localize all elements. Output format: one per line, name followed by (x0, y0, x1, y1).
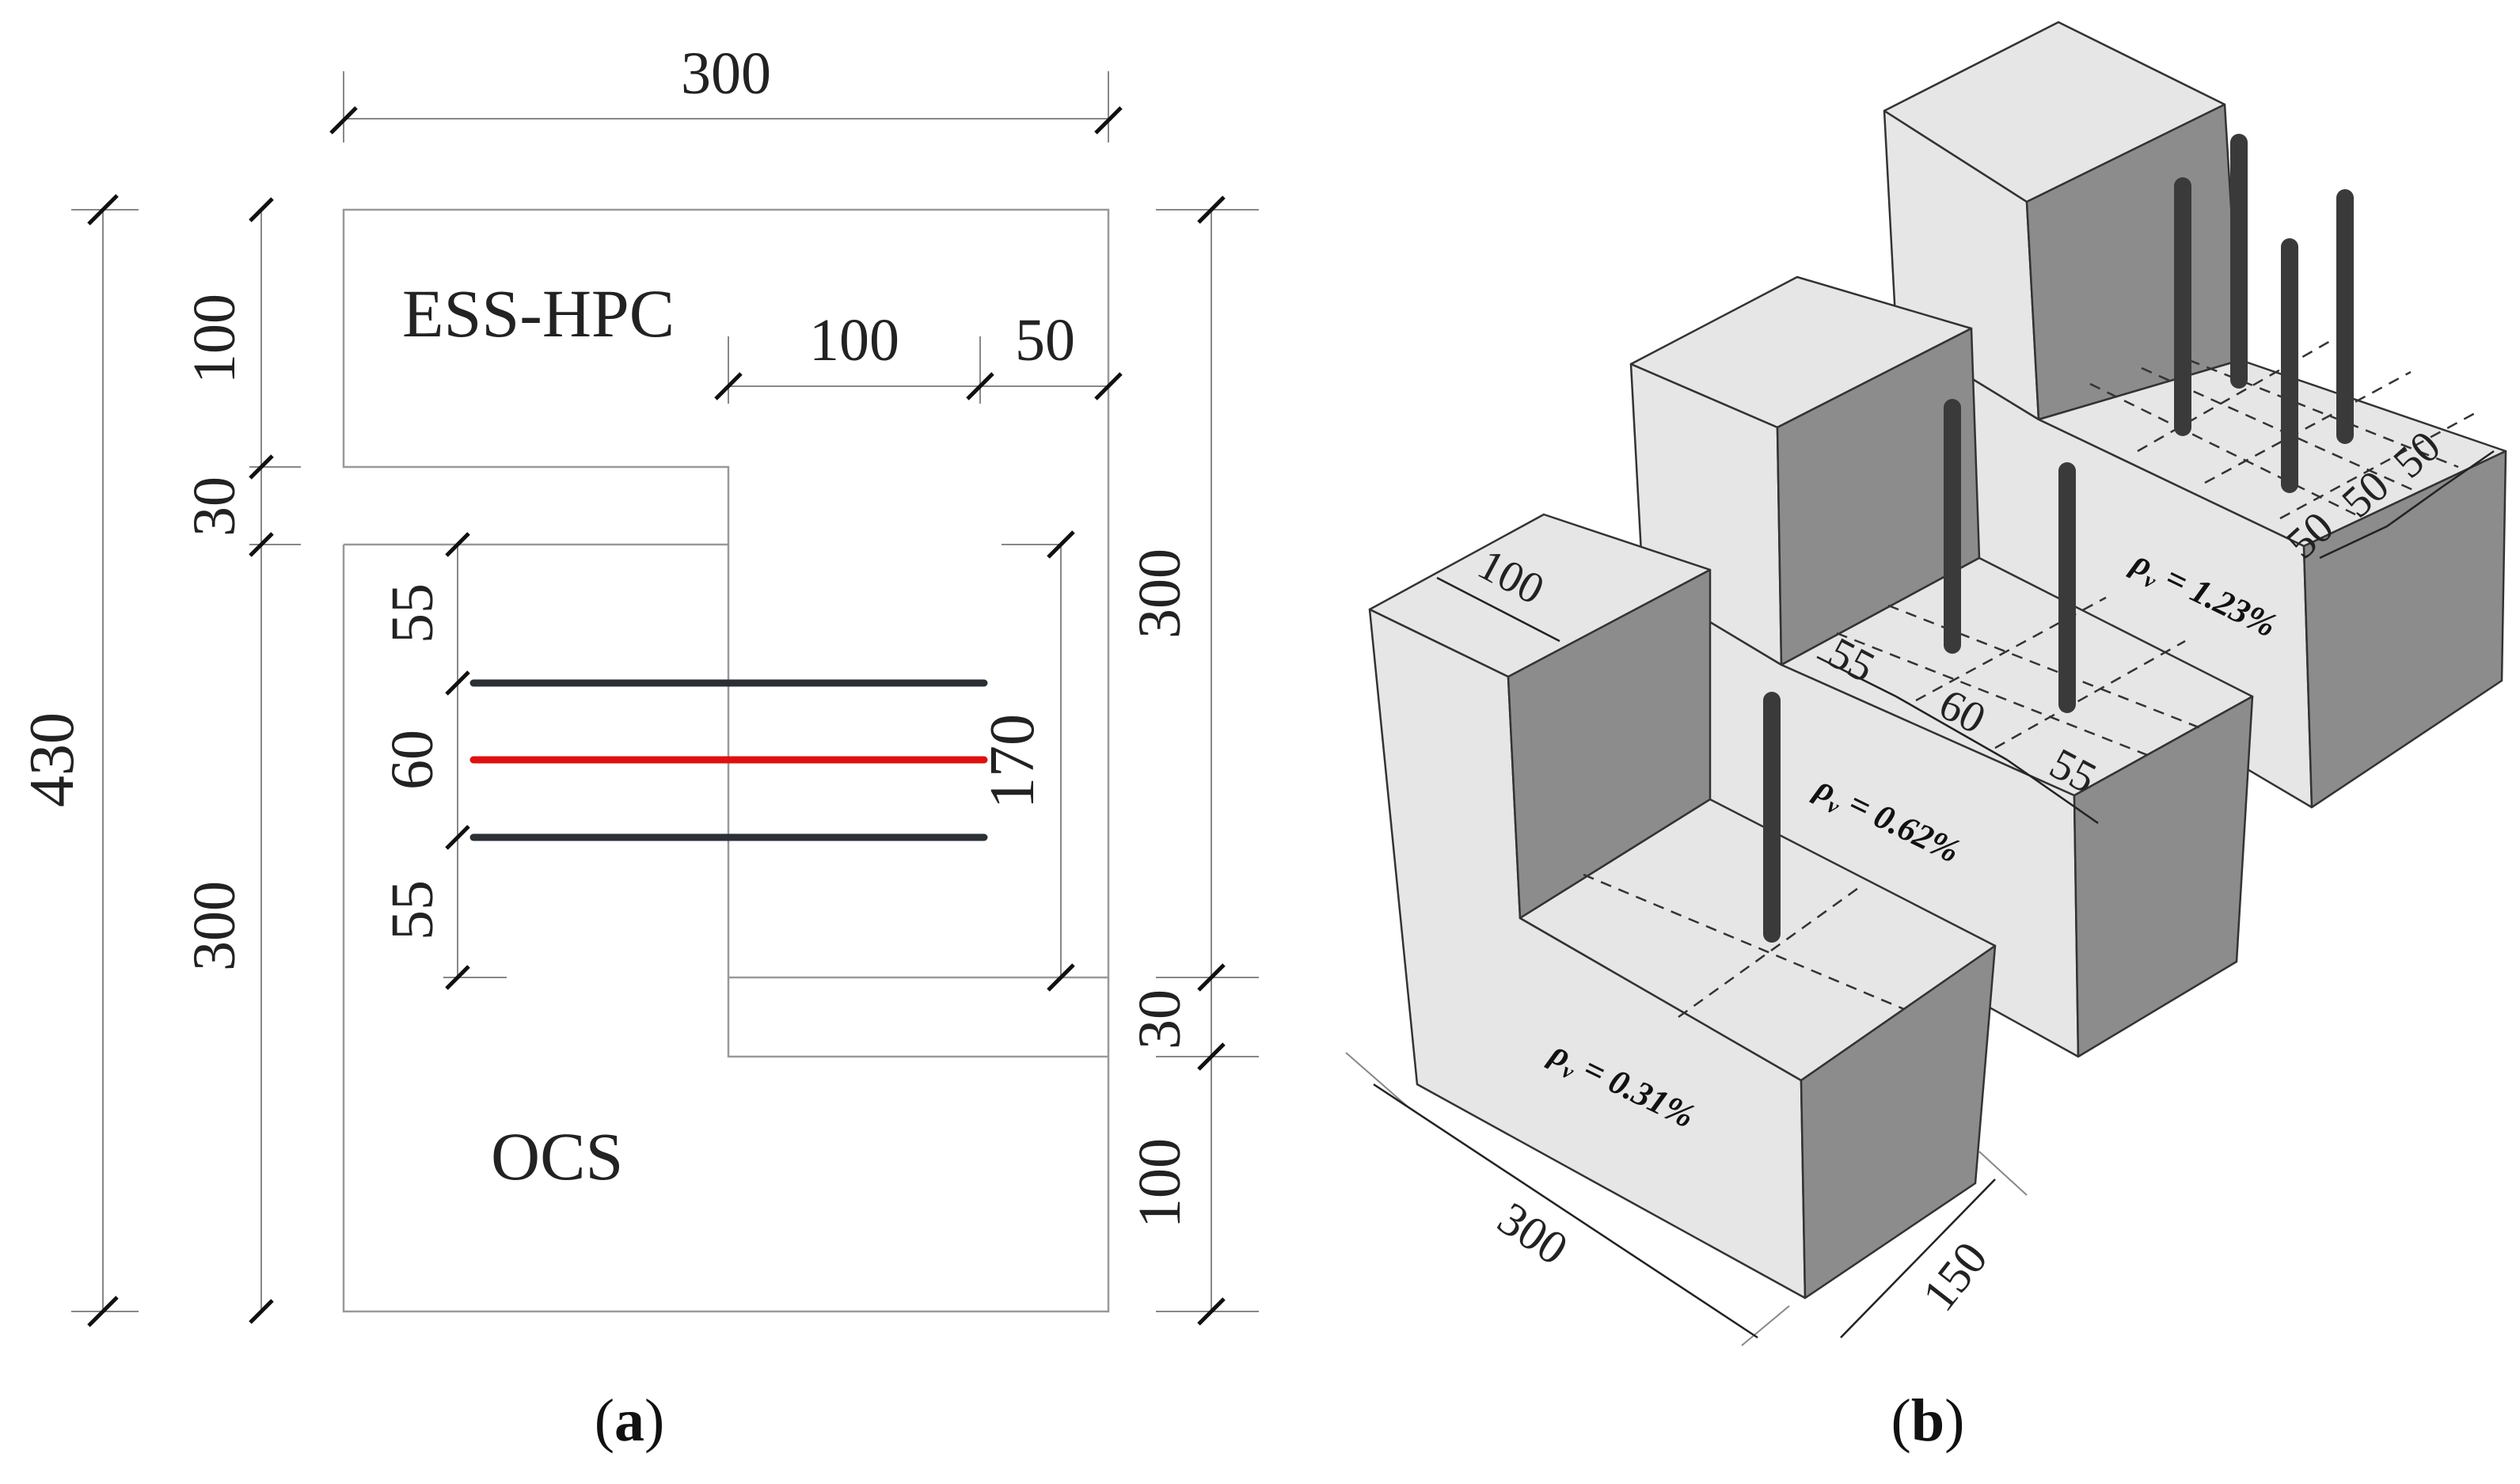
material-bottom-label: OCS (491, 1118, 623, 1194)
dim-right-upper: 300 (1127, 548, 1193, 639)
specimen-middle: 55 60 55 ρv = 0.62% (1629, 275, 2254, 1058)
dim-top-width: 300 (681, 40, 771, 107)
specimen-outline-bottom (342, 543, 1110, 1313)
dim-step-width: 100 (809, 307, 899, 374)
dim-lower-block: 300 (181, 881, 248, 971)
caption-a: (a) (595, 1387, 665, 1454)
dim-gap: 30 (181, 476, 248, 537)
caption-b: (b) (1891, 1387, 1965, 1454)
specimen-front: 100 300 150 ρv = 0.31% (1345, 513, 2028, 1346)
material-top-label: ESS-HPC (402, 275, 675, 351)
dim-front-length: 300 (1488, 1192, 1577, 1275)
dim-top-block: 100 (181, 294, 248, 384)
dim-bar-bottom-space: 55 (379, 880, 446, 940)
panel-a: 300 430 100 30 300 ESS-HPC OCS 100 50 (17, 40, 1259, 1454)
dim-bar-middle-space: 60 (379, 730, 446, 790)
dim-total-height: 430 (17, 712, 87, 807)
dim-step-offset: 50 (1015, 307, 1075, 374)
panel-b: 50 50 50 ρv = 1.23% 55 60 (1345, 21, 2507, 1454)
dim-bar-top-space: 55 (379, 583, 446, 643)
dim-right-lower: 100 (1127, 1138, 1193, 1228)
dim-right-gap: 30 (1127, 989, 1193, 1049)
dim-bar-length: 170 (978, 714, 1047, 809)
dim-front-depth: 150 (1913, 1232, 1997, 1321)
